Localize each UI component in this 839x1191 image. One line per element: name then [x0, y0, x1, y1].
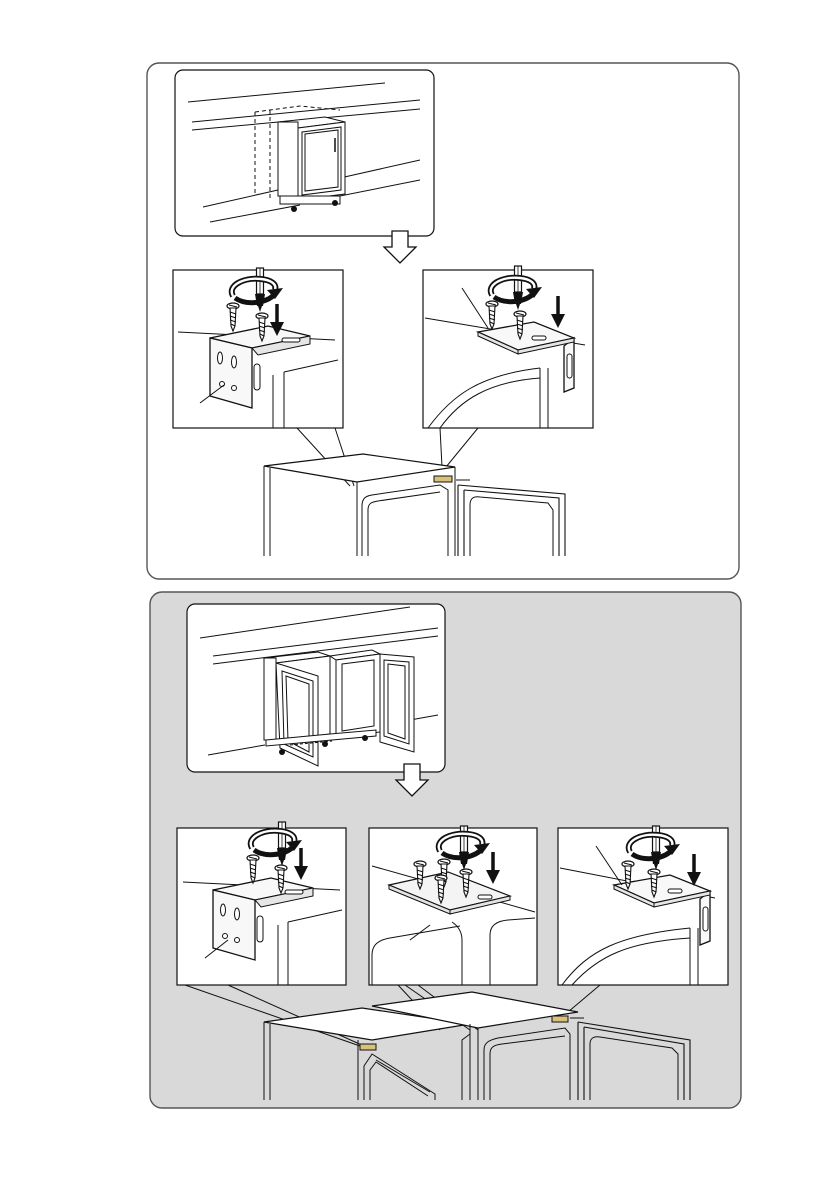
- detail-bracket-right-bottom: [558, 826, 728, 985]
- detail-bracket-middle-bottom: [369, 826, 537, 985]
- overview-illustration-bottom: [187, 604, 445, 772]
- detail-bracket-right-top: [423, 266, 593, 428]
- detail-bracket-left-top: [173, 268, 343, 428]
- overview-illustration-top: [175, 70, 434, 236]
- detail-bracket-left-bottom: [177, 822, 346, 985]
